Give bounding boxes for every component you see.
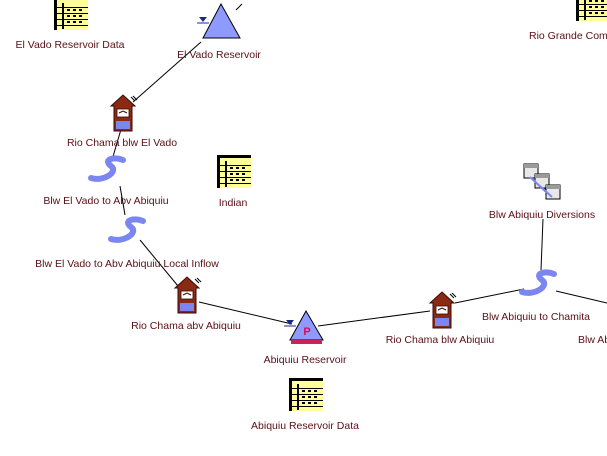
local-inflow-reach-icon[interactable] [111, 219, 143, 240]
link-abiquiu-to-gage [317, 310, 431, 327]
network-links [111, 3, 607, 327]
abiquiu-badge: P [303, 326, 310, 338]
rio-chama-abv-abiquiu-gage-icon[interactable] [174, 276, 202, 314]
rio-grande-com-label: Rio Grande Com [529, 30, 607, 42]
abiquiu-data-table-icon[interactable] [289, 378, 323, 411]
link-gage-to-reach-chamita [454, 288, 525, 304]
link-gage-to-reach [111, 125, 123, 161]
rio-chama-abv-abiquiu-label: Rio Chama abv Abiquiu [131, 320, 241, 332]
blw-el-vado-reach-label: Blw El Vado to Abv Abiquiu [43, 195, 169, 207]
el-vado-reservoir-icon[interactable] [197, 2, 241, 39]
local-inflow-label: Blw El Vado to Abv Abiquiu Local Inflow [35, 258, 219, 270]
el-vado-data-table-icon[interactable] [54, 0, 88, 30]
link-reach-to-gage [139, 239, 179, 287]
rio-chama-blw-abiquiu-gage-icon[interactable] [429, 291, 457, 329]
link-gage-to-abiquiu [198, 301, 293, 325]
rio-chama-blw-el-vado-label: Rio Chama blw El Vado [66, 137, 178, 149]
blw-ab-cut-label: Blw Ab [578, 334, 607, 346]
blw-abiquiu-to-chamita-label: Blw Abiquiu to Chamita [482, 311, 590, 323]
abiquiu-reservoir-icon[interactable]: P [284, 309, 324, 344]
rio-grande-com-table-icon[interactable] [576, 0, 607, 21]
blw-abiquiu-diversions-icon[interactable] [523, 163, 561, 200]
link-chamita-downstream [555, 290, 607, 304]
el-vado-data-label: El Vado Reservoir Data [15, 39, 125, 51]
abiquiu-data-label: Abiquiu Reservoir Data [251, 420, 359, 432]
abiquiu-reservoir-label: Abiquiu Reservoir [263, 354, 347, 366]
el-vado-reservoir-label: El Vado Reservoir [177, 49, 261, 61]
blw-abiquiu-diversions-label: Blw Abiquiu Diversions [488, 209, 596, 221]
blw-el-vado-reach-icon[interactable] [91, 158, 123, 179]
indian-label: Indian [218, 197, 248, 209]
indian-table-icon[interactable] [217, 155, 251, 188]
link-el-vado-to-gage [132, 41, 202, 103]
link-diversions-to-reach [540, 218, 544, 271]
blw-abiquiu-to-chamita-reach-icon[interactable] [522, 272, 554, 293]
link-el-vado-upstream [235, 3, 243, 11]
rio-chama-blw-el-vado-gage-icon[interactable] [110, 94, 138, 132]
link-reach-to-reach [119, 185, 126, 216]
rio-chama-blw-abiquiu-label: Rio Chama blw Abiquiu [385, 334, 495, 346]
